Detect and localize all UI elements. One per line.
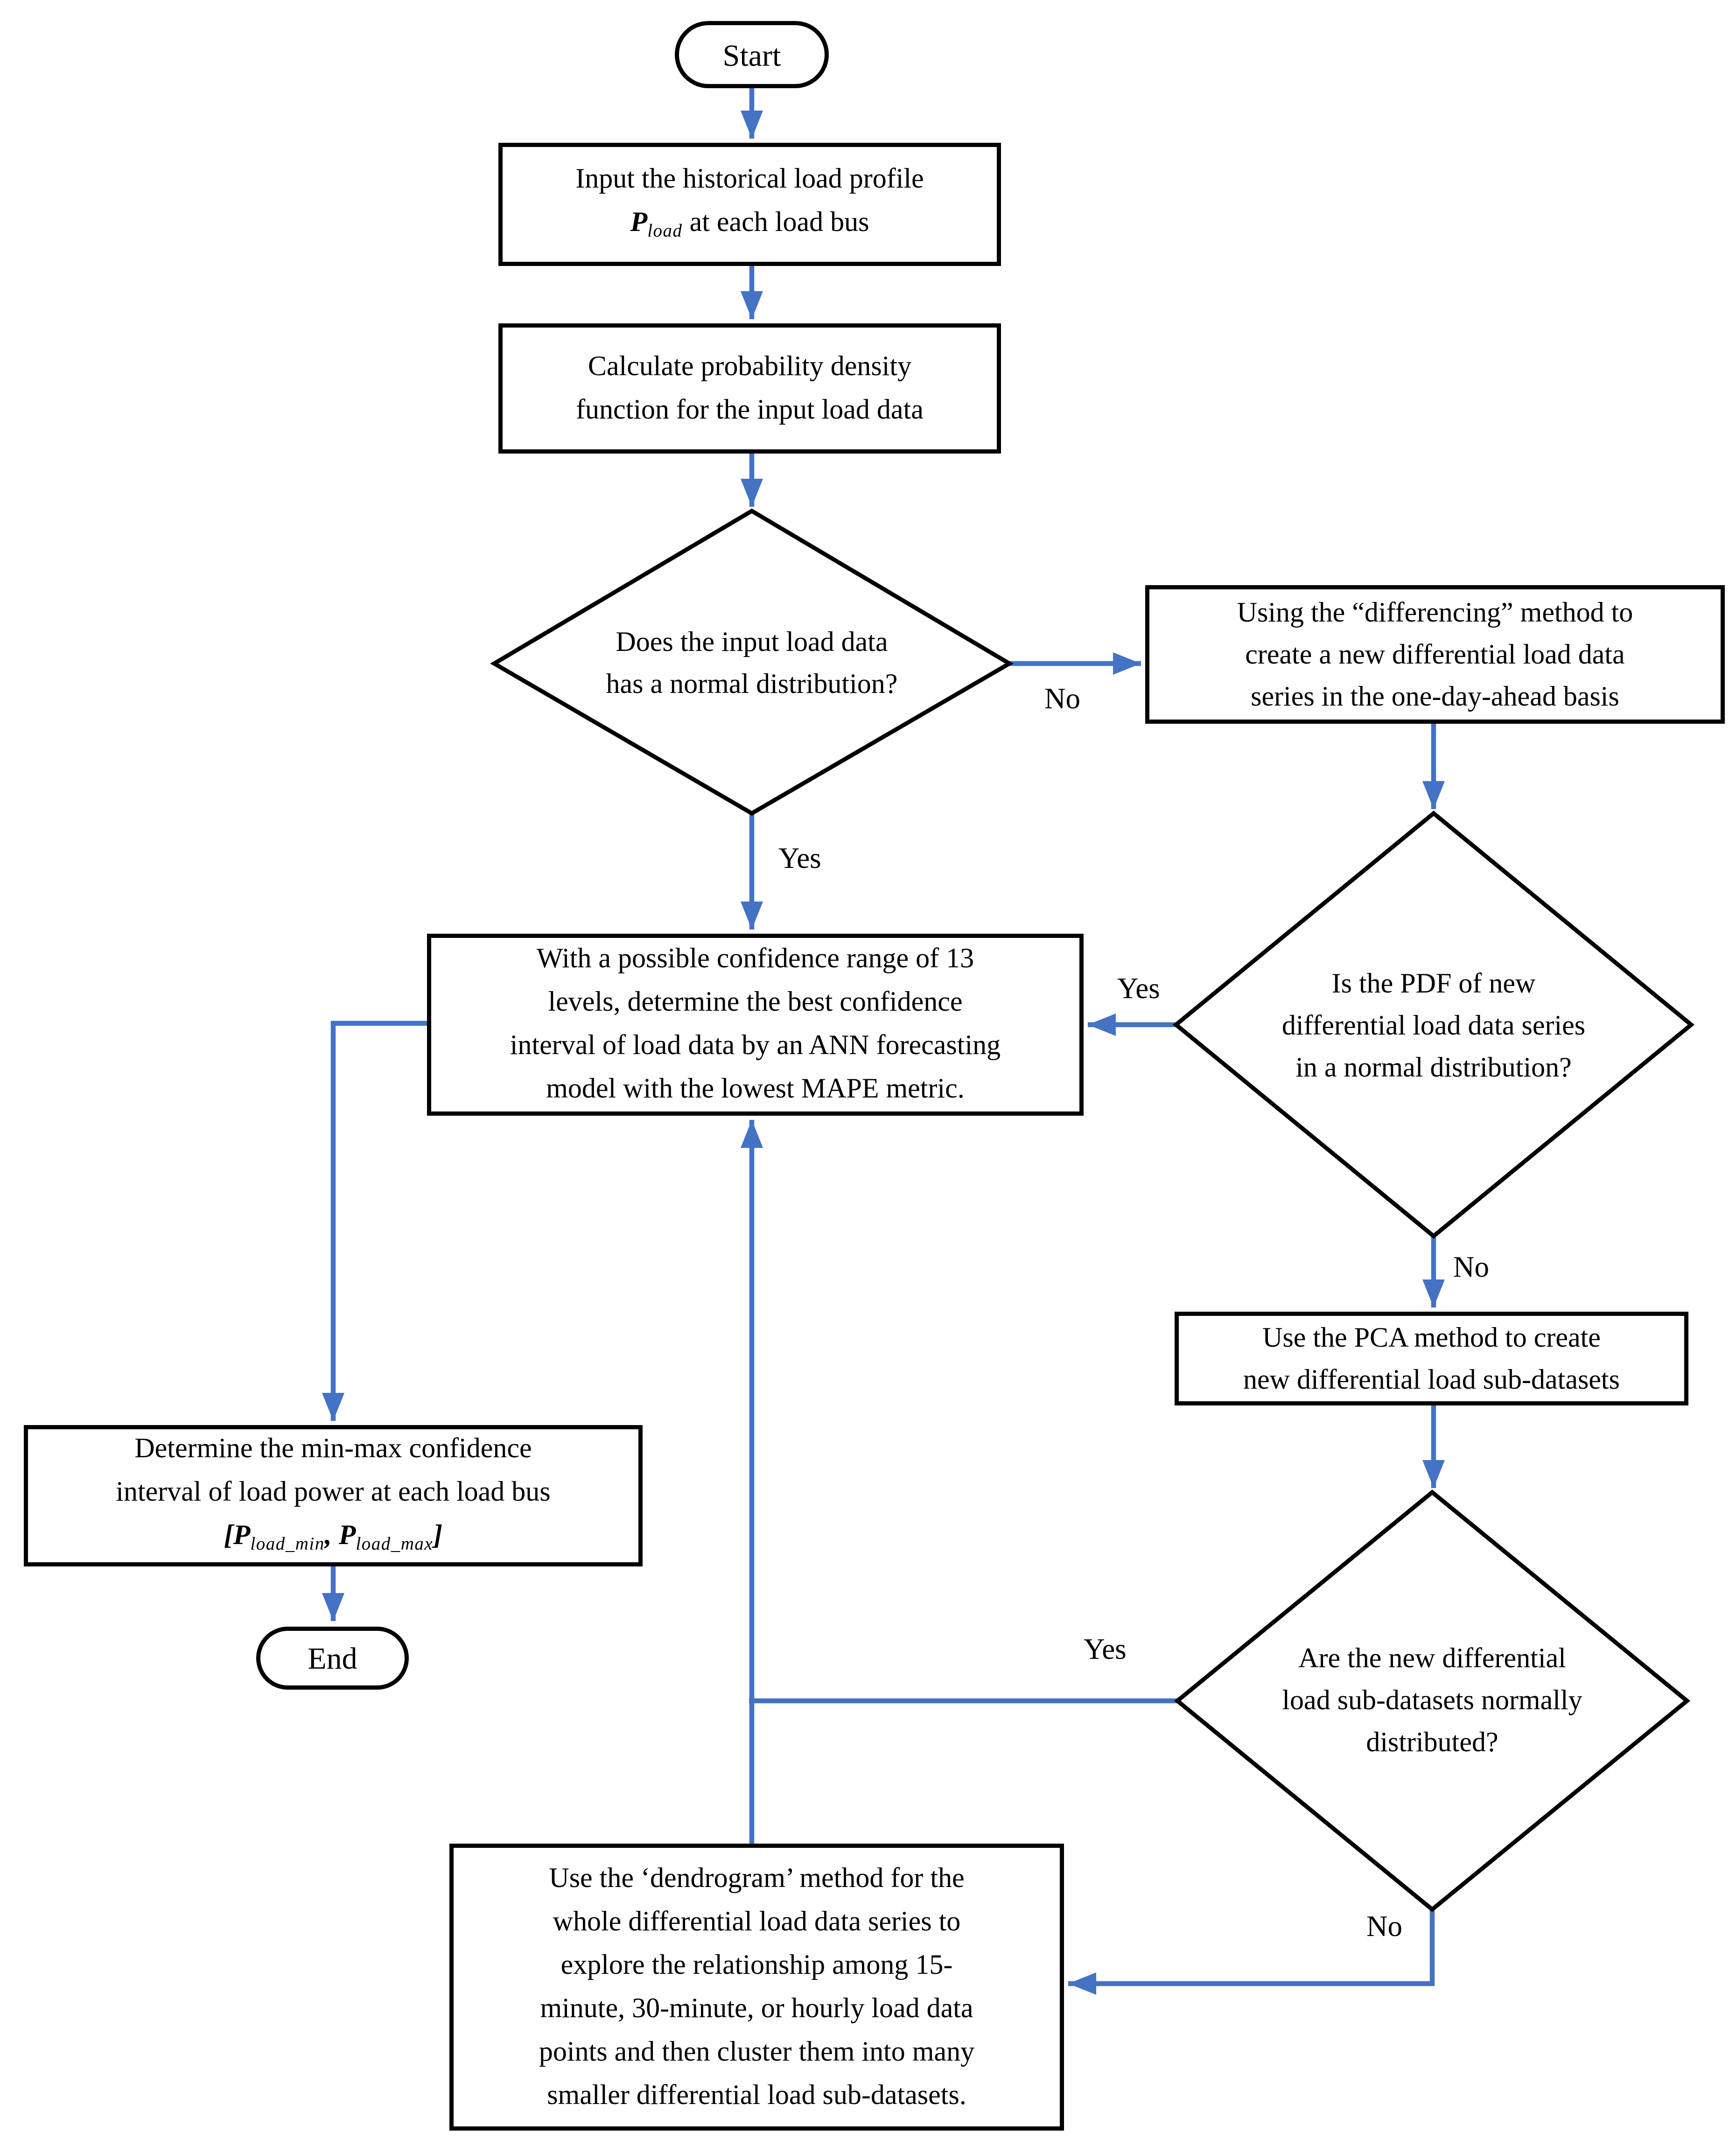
differencing-line3: series in the one-day-ahead basis	[1251, 681, 1619, 712]
decision2-line3: in a normal distribution?	[1295, 1053, 1572, 1083]
input-box-line2-rest: at each load bus	[682, 206, 869, 238]
differencing-method-box: Using the “differencing” method to creat…	[1145, 585, 1725, 724]
ann-confidence-interval-box: With a possible confidence range of 13 l…	[427, 934, 1084, 1116]
decision3-no-label: No	[1366, 1909, 1403, 1943]
determine-line2: interval of load power at each load bus	[116, 1476, 551, 1507]
p-load-symbol: P	[630, 206, 648, 238]
decision3-yes-label: Yes	[1084, 1632, 1127, 1666]
p-load-min-symbol: P	[233, 1519, 251, 1551]
differencing-line2: create a new differential load data	[1245, 639, 1625, 670]
p-load-max-symbol: P	[338, 1519, 356, 1551]
pca-line2: new differential load sub-datasets	[1243, 1364, 1620, 1395]
end-label: End	[308, 1641, 357, 1676]
arrow-ann-to-determine	[322, 1021, 427, 1421]
decision2-line2: differential load data series	[1281, 1011, 1586, 1042]
dendrogram-line5: points and then cluster them into many	[539, 2036, 975, 2067]
ann-line4: model with the lowest MAPE metric.	[546, 1074, 965, 1104]
decision1-no-label: No	[1044, 682, 1081, 715]
calculate-pdf-box: Calculate probability density function f…	[498, 323, 1001, 454]
pca-line1: Use the PCA method to create	[1262, 1322, 1601, 1353]
decision1-line1: Does the input load data	[616, 627, 888, 658]
end-terminator: End	[256, 1627, 409, 1690]
dendrogram-line6: smaller differential load sub-datasets.	[547, 2079, 966, 2111]
ann-line3: interval of load data by an ANN forecast…	[510, 1030, 1001, 1061]
start-terminator: Start	[675, 21, 829, 88]
calc-box-line2: function for the input load data	[576, 394, 924, 425]
dendrogram-line1: Use the ‘dendrogram’ method for the	[549, 1862, 965, 1894]
ann-line2: levels, determine the best confidence	[548, 987, 963, 1018]
p-load-min-subscript: load_min	[250, 1532, 325, 1553]
bracket-open: [	[224, 1519, 233, 1551]
p-load-max-subscript: load_max	[356, 1532, 434, 1553]
pca-method-box: Use the PCA method to create new differe…	[1175, 1312, 1688, 1405]
decision-subdatasets-normal-diamond	[1174, 1489, 1691, 1912]
decision3-line1: Are the new differential	[1298, 1643, 1566, 1674]
input-load-profile-box: Input the historical load profile Pload …	[498, 143, 1001, 266]
determine-line3: [Pload_min, Pload_max]	[28, 1514, 638, 1565]
decision2-line1: Is the PDF of new	[1331, 969, 1536, 1000]
decision-pdf-normal-text: Is the PDF of new differential load data…	[1210, 963, 1658, 1089]
decision2-no-label: No	[1453, 1250, 1490, 1284]
decision1-yes-label: Yes	[778, 841, 821, 875]
arrow-decision3-no-to-dendrogram	[1068, 1909, 1435, 1995]
start-label: Start	[722, 37, 781, 72]
decision3-line2: load sub-datasets normally	[1282, 1685, 1582, 1716]
decision1-line2: has a normal distribution?	[606, 669, 898, 700]
dendrogram-line2: whole differential load data series to	[553, 1906, 961, 1937]
decision-input-normal-text: Does the input load data has a normal di…	[528, 622, 976, 706]
dendrogram-line4: minute, 30-minute, or hourly load data	[540, 1992, 973, 2024]
decision3-line3: distributed?	[1366, 1727, 1498, 1758]
decision-input-normal-diamond	[490, 508, 1014, 816]
dendrogram-line3: explore the relationship among 15-	[560, 1949, 953, 1980]
dendrogram-method-box: Use the ‘dendrogram’ method for the whol…	[449, 1844, 1064, 2131]
bracket-close: ]	[433, 1519, 443, 1551]
calc-box-line1: Calculate probability density	[588, 350, 912, 382]
ann-line1: With a possible confidence range of 13	[536, 944, 974, 974]
decision2-yes-label: Yes	[1117, 972, 1160, 1005]
p-load-subscript: load	[647, 219, 683, 240]
determine-line1: Determine the min-max confidence	[134, 1433, 532, 1464]
input-box-line1: Input the historical load profile	[575, 163, 924, 194]
decision-pdf-normal-diamond	[1172, 811, 1695, 1239]
decision-subdatasets-normal-text: Are the new differential load sub-datase…	[1208, 1638, 1656, 1764]
input-box-line2: Pload at each load bus	[503, 201, 997, 252]
comma-separator: ,	[324, 1519, 339, 1551]
min-max-interval-box: Determine the min-max confidence interva…	[24, 1425, 643, 1566]
differencing-line1: Using the “differencing” method to	[1237, 597, 1633, 628]
